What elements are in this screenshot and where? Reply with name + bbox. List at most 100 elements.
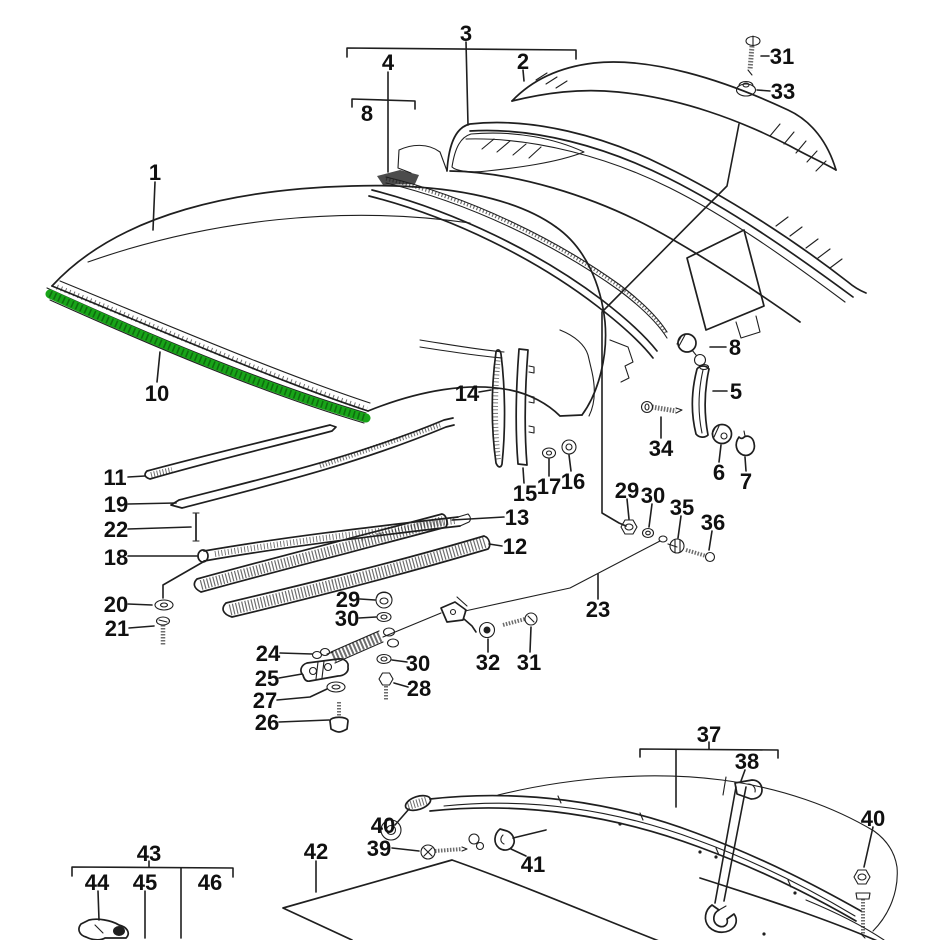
callout-2[interactable]: 2	[517, 49, 529, 74]
screw-part-34	[640, 400, 683, 414]
callout-3[interactable]: 3	[460, 21, 472, 46]
callout-36[interactable]: 36	[701, 510, 725, 535]
callout-4[interactable]: 4	[382, 50, 395, 75]
callout-29b[interactable]: 29	[615, 478, 639, 503]
leader-line-24	[279, 652, 313, 655]
clip-part-38	[722, 776, 763, 800]
leader-line-1	[152, 181, 156, 231]
callout-22[interactable]: 22	[104, 517, 128, 542]
cable-clevis	[440, 601, 467, 623]
group-bracket-43	[71, 866, 234, 878]
callout-14[interactable]: 14	[455, 381, 480, 406]
callout-41[interactable]: 41	[521, 852, 545, 877]
callout-16[interactable]: 16	[561, 469, 585, 494]
witness-line	[723, 786, 747, 902]
leader-line-29b	[626, 498, 630, 520]
callout-39[interactable]: 39	[367, 836, 391, 861]
callout-27[interactable]: 27	[253, 688, 277, 713]
callout-30c[interactable]: 30	[406, 651, 430, 676]
leader-line-21	[128, 625, 155, 629]
callout-38[interactable]: 38	[735, 749, 759, 774]
callout-18[interactable]: 18	[104, 545, 128, 570]
callout-13[interactable]: 13	[505, 505, 529, 530]
callout-12[interactable]: 12	[503, 534, 527, 559]
callout-32[interactable]: 32	[476, 650, 500, 675]
callout-17[interactable]: 17	[537, 474, 561, 499]
front-seal-part-10-highlighted[interactable]	[45, 287, 371, 424]
clip-part-7	[735, 430, 756, 457]
callout-1[interactable]: 1	[149, 160, 161, 185]
callout-31b[interactable]: 31	[517, 650, 541, 675]
callout-44[interactable]: 44	[85, 870, 110, 895]
grommet-large	[380, 819, 402, 841]
callout-37[interactable]: 37	[697, 722, 721, 747]
callout-21[interactable]: 21	[105, 616, 129, 641]
ball-stud-part-8	[676, 333, 710, 371]
callout-8b[interactable]: 8	[729, 335, 741, 360]
callout-29a[interactable]: 29	[336, 587, 360, 612]
leader-line-30b	[648, 503, 653, 528]
callout-35[interactable]: 35	[670, 495, 694, 520]
rail-part-11	[144, 424, 337, 480]
callout-30b[interactable]: 30	[641, 483, 665, 508]
top-rear-edge-and-zipper	[368, 170, 669, 359]
leader-line-31b	[529, 626, 532, 653]
callout-15[interactable]: 15	[513, 481, 537, 506]
leader-line-7	[744, 456, 747, 472]
callout-8a[interactable]: 8	[361, 101, 373, 126]
group-bracket-8a	[351, 98, 416, 110]
leader-line-44	[97, 890, 100, 921]
callout-45[interactable]: 45	[133, 870, 157, 895]
rail-part-19	[170, 417, 455, 509]
leader-line-38	[740, 769, 746, 782]
witness-line	[162, 561, 204, 599]
witness-line	[601, 123, 740, 527]
washer-part-17	[541, 447, 557, 459]
callout-5[interactable]: 5	[730, 379, 742, 404]
callout-33[interactable]: 33	[771, 79, 795, 104]
padded-rail-part-13	[193, 513, 448, 593]
callout-42[interactable]: 42	[304, 839, 328, 864]
leader-line-22	[127, 526, 192, 530]
callout-23[interactable]: 23	[586, 597, 610, 622]
washer-part-20	[154, 599, 174, 611]
callout-40a[interactable]: 40	[371, 813, 395, 838]
leader-line-10	[156, 351, 161, 383]
leader-line-16	[568, 454, 572, 472]
callout-20[interactable]: 20	[104, 592, 128, 617]
callout-26[interactable]: 26	[255, 710, 279, 735]
callout-6[interactable]: 6	[713, 460, 725, 485]
tonneau-rail-assembly-part-37	[404, 794, 862, 922]
callout-40b[interactable]: 40	[861, 806, 885, 831]
bottom-left-part-group-43	[78, 918, 129, 940]
callout-11[interactable]: 11	[103, 465, 126, 490]
callout-31a[interactable]: 31	[770, 44, 794, 69]
leader-line-3	[465, 41, 469, 126]
callout-43[interactable]: 43	[137, 841, 161, 866]
grommet-part-32	[478, 621, 496, 639]
flange-nut-part-33	[735, 80, 757, 97]
grommet-pair	[468, 833, 485, 851]
strap-part-5	[691, 365, 710, 438]
callout-28[interactable]: 28	[407, 676, 431, 701]
leader-line-25	[278, 673, 303, 679]
callout-24[interactable]: 24	[256, 641, 281, 666]
callout-34[interactable]: 34	[649, 436, 674, 461]
callout-30a[interactable]: 30	[335, 606, 359, 631]
callout-25[interactable]: 25	[255, 666, 279, 691]
leader-line-40b	[863, 826, 874, 868]
screw-part-39	[420, 844, 468, 860]
screw-part-31-mid	[502, 612, 538, 627]
callout-19[interactable]: 19	[104, 492, 128, 517]
nut-part-16	[561, 439, 577, 455]
group-bracket-3	[346, 47, 577, 60]
callout-10[interactable]: 10	[145, 381, 169, 406]
callout-7[interactable]: 7	[740, 469, 752, 494]
witness-line	[463, 618, 477, 633]
callout-46[interactable]: 46	[198, 870, 222, 895]
turnbuckle-part-25	[300, 658, 349, 683]
leader-line-36	[708, 530, 713, 551]
cover-panel-curves	[497, 775, 898, 940]
